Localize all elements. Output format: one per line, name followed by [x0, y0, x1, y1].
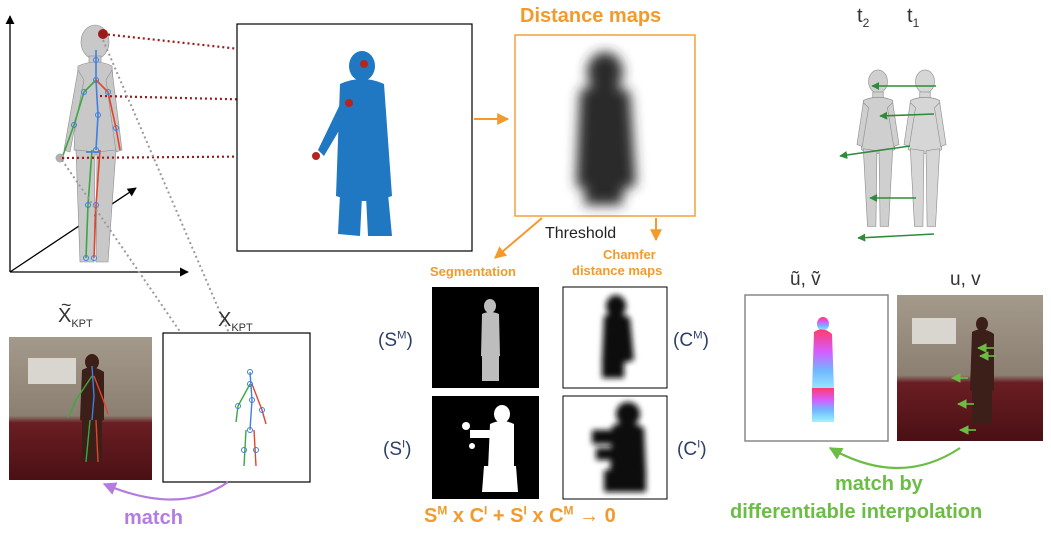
loss-formula: SM x CI + SI x CM → 0 [424, 503, 616, 527]
axes [5, 15, 189, 277]
green-match-arrow [828, 447, 961, 469]
photo-kpt-skeleton [67, 365, 109, 463]
mannequin-3d [63, 24, 123, 263]
distance-map-blur [576, 52, 636, 205]
match-label: match [124, 507, 183, 529]
x-kpt-label: XKPT [218, 309, 253, 334]
chamfer-cm-blur [602, 295, 634, 378]
skeleton-joints-3d [71, 57, 119, 261]
x-kpt-tilde-label: X~KPT [58, 295, 93, 330]
blue-silhouette [318, 51, 392, 236]
cm-label: (CM) [673, 329, 709, 351]
keypoint-plot-joints [235, 369, 265, 453]
threshold-label: Threshold [545, 225, 617, 242]
flow-figure [812, 317, 834, 422]
chamfer-ci-blur [592, 402, 646, 492]
photo-uv-arrows [951, 343, 996, 435]
sm-label: (SM) [378, 329, 413, 351]
mannequin-t1 [903, 69, 947, 227]
photo-uv-board [912, 318, 956, 344]
photo-uv-person [970, 317, 994, 424]
silhouette-keypoint-markers [312, 60, 368, 160]
keypoint-projection-lines [61, 39, 252, 411]
arrow-threshold-segmentation [494, 217, 543, 259]
differentiable-interpolation-label: differentiable interpolation [730, 501, 983, 523]
purple-match-arrow [102, 481, 229, 501]
t1-label: t1 [907, 5, 920, 30]
photo-kpt-board [28, 358, 76, 384]
uv-tilde-label: ũ, ṽ [790, 269, 821, 290]
segmentation-label: Segmentation [430, 264, 516, 279]
distance-maps-title: Distance maps [520, 5, 662, 27]
chamfer-label-line2: distance maps [572, 263, 663, 278]
ci-label: (CI) [677, 438, 707, 460]
si-label: (SI) [383, 438, 412, 460]
skeleton-3d [61, 50, 121, 259]
uv-label: u, v [950, 269, 981, 290]
segmentation-sm-figure [481, 299, 500, 381]
t2-label: t2 [857, 5, 870, 30]
segmentation-si-figure [462, 405, 518, 492]
match-by-label: match by [835, 473, 923, 495]
chamfer-label-line1: Chamfer [603, 247, 656, 262]
motion-arrows [839, 82, 936, 242]
photo-uv [897, 295, 1043, 441]
